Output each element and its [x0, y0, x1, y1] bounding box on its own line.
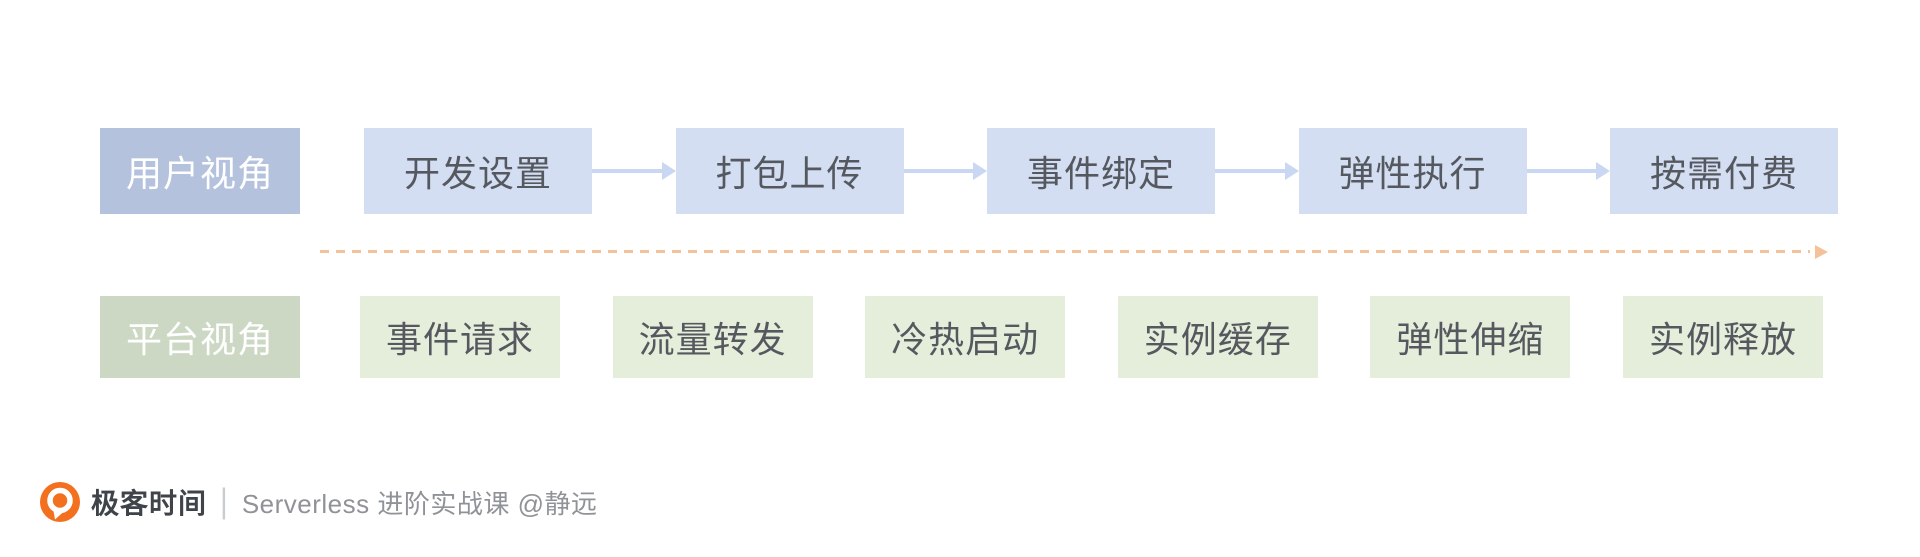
brand-name: 极客时间 — [91, 488, 208, 519]
flow-arrow-icon — [592, 128, 676, 214]
platform-perspective-row: 平台视角 事件请求流量转发冷热启动实例缓存弹性伸缩实例释放 — [100, 296, 1823, 378]
geektime-logo-icon — [40, 482, 80, 522]
dashed-line — [320, 250, 1810, 253]
step-box: 流量转发 — [612, 296, 813, 378]
step-box: 弹性伸缩 — [1370, 296, 1571, 378]
step-box: 开发设置 — [364, 128, 592, 214]
footer-credit: 极客时间 | Serverless 进阶实战课 @静远 — [38, 478, 597, 526]
user-steps-track: 开发设置打包上传事件绑定弹性执行按需付费 — [364, 128, 1838, 214]
arrow-head-icon — [1815, 245, 1828, 259]
step-box: 打包上传 — [675, 128, 904, 214]
step-box: 冷热启动 — [865, 296, 1066, 378]
step-box: 事件绑定 — [987, 128, 1215, 214]
divider-bar: | — [220, 482, 228, 521]
step-box: 按需付费 — [1610, 128, 1838, 214]
flow-arrow-icon — [1526, 128, 1610, 214]
platform-perspective-label: 平台视角 — [100, 296, 300, 378]
user-perspective-row: 用户视角 开发设置打包上传事件绑定弹性执行按需付费 — [100, 128, 1838, 214]
step-box: 实例缓存 — [1117, 296, 1318, 378]
step-box: 实例释放 — [1622, 296, 1823, 378]
user-perspective-label: 用户视角 — [100, 128, 300, 214]
flow-arrow-icon — [1215, 128, 1299, 214]
perspective-divider-dashed-arrow — [320, 245, 1828, 259]
course-title: Serverless 进阶实战课 @静远 — [241, 488, 598, 519]
step-box: 事件请求 — [360, 296, 560, 378]
platform-steps-track: 事件请求流量转发冷热启动实例缓存弹性伸缩实例释放 — [360, 296, 1823, 378]
flow-arrow-icon — [903, 128, 987, 214]
step-box: 弹性执行 — [1298, 128, 1527, 214]
